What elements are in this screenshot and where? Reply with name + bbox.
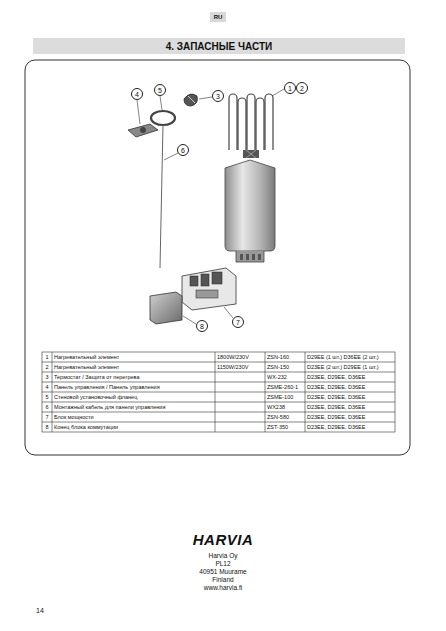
table-cell: 4 <box>45 384 48 390</box>
table-cell: 5 <box>45 394 48 400</box>
callout-number: 4 <box>135 91 139 98</box>
table-cell: D23EE, D29EE, D36EE <box>307 394 365 400</box>
table-cell: Нагревательный элемент <box>54 354 119 360</box>
table-cell: 1150W/230V <box>217 364 248 370</box>
table-cell: Стеновой установочный фланец <box>54 394 137 400</box>
table-cell: 2 <box>45 364 48 370</box>
language-code: RU <box>214 14 223 20</box>
table-cell: 3 <box>45 374 48 380</box>
page-title: 4. ЗАПАСНЫЕ ЧАСТИ <box>166 41 273 52</box>
heater-base <box>236 251 264 262</box>
table-cell: 1800W/230V <box>217 354 249 360</box>
callout-number: 8 <box>200 323 204 330</box>
table-cell: D23EE, D29EE, D36EE <box>307 374 365 380</box>
table-cell: Термостат / Защита от перегрева <box>54 374 139 380</box>
callout-number: 1 <box>288 85 292 92</box>
address-line: Harvia Oy <box>209 552 238 559</box>
callout-number: 7 <box>236 319 240 326</box>
callout-number: 3 <box>216 93 220 100</box>
table-cell: ZSME-260-1 <box>267 384 298 390</box>
title-band <box>33 38 405 54</box>
table-cell: D23EE, D29EE, D36EE <box>307 404 365 410</box>
table-cell: ZST-350 <box>267 424 288 430</box>
table-cell: D23EE, D29EE, D36EE <box>307 384 365 390</box>
table-cell: ZSME-100 <box>267 394 293 400</box>
callout-number: 2 <box>300 85 304 92</box>
control-panel <box>128 124 158 137</box>
power-block-components <box>190 272 222 298</box>
table-cell: Нагревательный элемент <box>54 364 119 370</box>
address-line: Finland <box>212 576 233 583</box>
table-cell: Монтажный кабель для панели управления <box>54 404 165 410</box>
table-cell: ZSN-150 <box>267 364 289 370</box>
callout-circle: 3 <box>212 90 224 102</box>
table-cell: Конец блока коммутации <box>54 424 118 430</box>
thermostat-detail <box>188 96 195 103</box>
table-cell: D29EE (1 шт.) D36EE (2 шт.) <box>307 354 379 360</box>
thermostat <box>184 94 197 106</box>
address-line: 40951 Muurame <box>199 568 246 575</box>
brand-logo: HARVIA <box>193 532 254 549</box>
table-cell: WX-232 <box>267 374 287 380</box>
heating-elements <box>229 94 273 150</box>
table-cell: 8 <box>45 424 48 430</box>
address-line: PL12 <box>215 560 230 567</box>
parts-table-grid <box>42 352 395 432</box>
cable <box>160 125 163 268</box>
website: www.harvia.fi <box>204 584 242 591</box>
control-panel-knob <box>140 127 146 133</box>
table-cell: 6 <box>45 404 48 410</box>
callout-circle: 7 <box>232 316 244 328</box>
table-cell: ZSN-580 <box>267 414 289 420</box>
element-flange <box>243 150 259 158</box>
leader-lines <box>137 89 284 324</box>
vent-slots <box>240 254 261 260</box>
callout-circle: 6 <box>177 144 189 156</box>
table-cell: D23EE (2 шт.) D29EE (1 шт.) <box>307 364 379 370</box>
callout-circle: 4 <box>131 88 143 100</box>
table-cell: WX238 <box>267 404 285 410</box>
table-cell: 7 <box>45 414 48 420</box>
callout-number: 6 <box>181 147 185 154</box>
table-cell: Панель управления / Панель управления <box>54 384 160 390</box>
table-cell: 1 <box>45 354 48 360</box>
page-number: 14 <box>36 607 44 615</box>
language-badge: RU <box>210 12 227 22</box>
callout-number: 5 <box>158 87 162 94</box>
table-cell: Блок мощности <box>54 414 94 420</box>
table-cell: D23EE, D29EE, D36EE <box>307 414 365 420</box>
frame <box>25 60 410 455</box>
callout-circle: 1 <box>284 82 296 94</box>
table-cell: ZSN-160 <box>267 354 289 360</box>
callout-circle: 2 <box>296 82 308 94</box>
wall-flange <box>151 111 175 125</box>
element-flange-detail <box>246 150 256 158</box>
callout-circle: 8 <box>196 320 208 332</box>
power-block <box>182 268 236 310</box>
heater-body <box>225 160 275 251</box>
callout-circle: 5 <box>154 84 166 96</box>
table-cell: D23EE, D29EE, D36EE <box>307 424 365 430</box>
terminal-box <box>150 292 182 324</box>
